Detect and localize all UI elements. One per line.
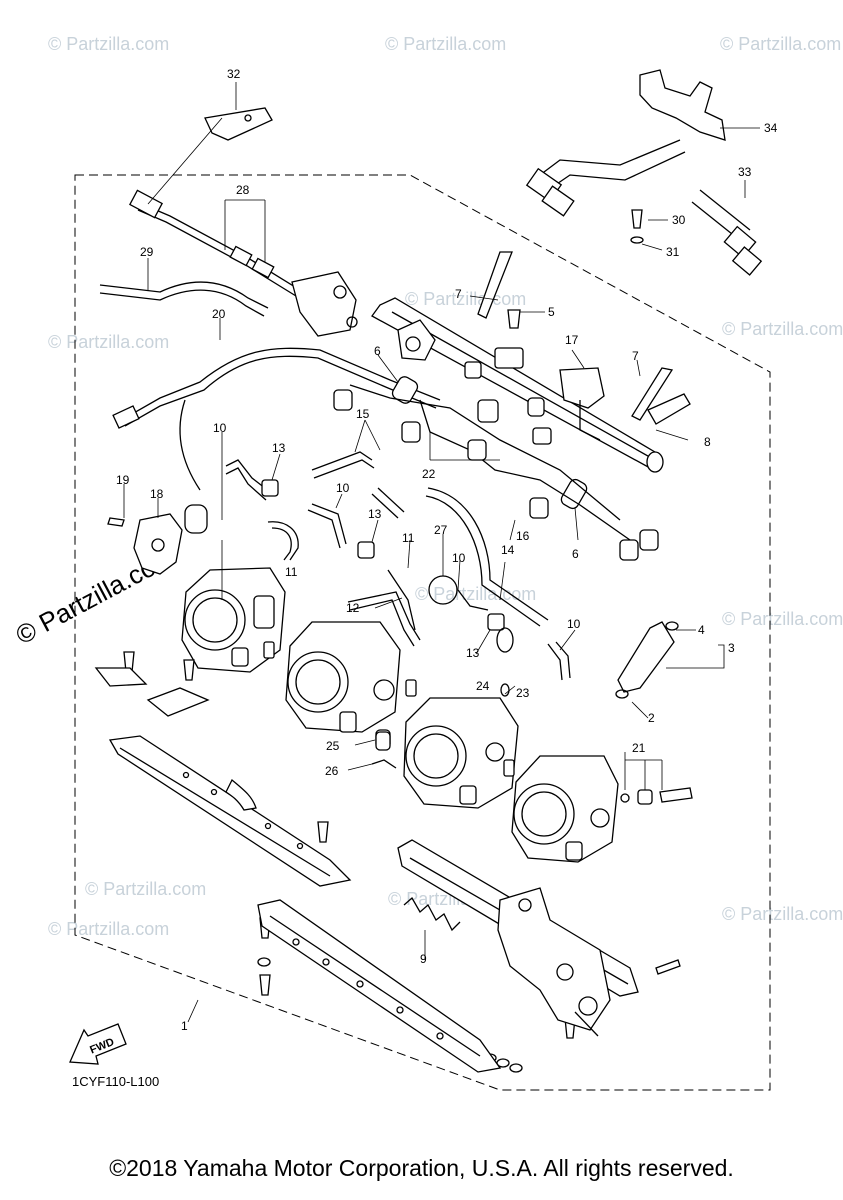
watermark-text: © Partzilla.com (48, 332, 169, 352)
callout-24: 24 (476, 679, 490, 693)
callout-29: 29 (140, 245, 154, 259)
watermark-text: © Partzilla.com (415, 584, 536, 604)
callout-19: 19 (116, 473, 130, 487)
callout-34: 34 (764, 121, 778, 135)
callout-10a: 10 (213, 421, 227, 435)
callout-8: 8 (704, 435, 711, 449)
callout-10c: 10 (452, 551, 466, 565)
watermark-text: © Partzilla.com (722, 319, 843, 339)
forward-arrow-icon: FWD (69, 1023, 127, 1065)
callout-7a: 7 (455, 287, 462, 301)
lower-rail-bracket (257, 896, 502, 1073)
callout-2: 2 (648, 711, 655, 725)
watermark-text: © Partzilla.com (85, 879, 206, 899)
callout-11b: 11 (402, 531, 415, 545)
callout-32: 32 (227, 67, 241, 81)
callout-23: 23 (516, 686, 530, 700)
callout-11a: 11 (285, 565, 298, 579)
copyright-notice: ©2018 Yamaha Motor Corporation, U.S.A. A… (109, 1155, 734, 1181)
throttle-body-bracket (94, 667, 352, 887)
watermark-text: © Partzilla.com (720, 34, 841, 54)
callout-10b: 10 (336, 481, 350, 495)
throttle-cable-assembly (99, 107, 441, 491)
watermark-text: © Partzilla.com (48, 34, 169, 54)
callout-4: 4 (698, 623, 705, 637)
throttle-body-3 (375, 697, 519, 809)
callout-27: 27 (434, 523, 448, 537)
callout-25: 25 (326, 739, 340, 753)
callout-33: 33 (738, 165, 752, 179)
callout-1: 1 (181, 1019, 188, 1033)
callout-15: 15 (356, 407, 370, 421)
watermark-text: © Partzilla.com (722, 904, 843, 924)
leader-lines (123, 82, 760, 1023)
throttle-body-2 (285, 621, 401, 733)
callout-6b: 6 (572, 547, 579, 561)
throttle-body-4 (511, 755, 619, 863)
watermark-text: © Partzilla.com (385, 34, 506, 54)
callout-labels: 32 28 29 20 34 33 30 31 7 5 17 7 6 15 22… (116, 67, 778, 1033)
watermark-text: © Partzilla.com (722, 609, 843, 629)
callout-28: 28 (236, 183, 250, 197)
fuel-rail-assembly (333, 251, 691, 561)
callout-26: 26 (325, 764, 339, 778)
callout-21: 21 (632, 741, 646, 755)
callout-30: 30 (672, 213, 686, 227)
fuel-injector (615, 621, 679, 699)
assembly-boundary (74, 174, 771, 1091)
callout-14: 14 (501, 543, 515, 557)
diagram-code: 1CYF110-L100 (72, 1074, 159, 1089)
callout-22: 22 (422, 467, 436, 481)
callout-17: 17 (565, 333, 579, 347)
breather-hose-assembly (525, 69, 763, 276)
callout-6a: 6 (374, 344, 381, 358)
callout-5: 5 (548, 305, 555, 319)
callout-20: 20 (212, 307, 226, 321)
callout-16: 16 (516, 529, 530, 543)
callout-31: 31 (666, 245, 680, 259)
callout-3: 3 (728, 641, 735, 655)
callout-9: 9 (420, 952, 427, 966)
callout-13c: 13 (466, 646, 480, 660)
callout-13a: 13 (272, 441, 286, 455)
throttle-body-1 (181, 567, 286, 673)
watermark-text: © Partzilla.com (405, 289, 526, 309)
callout-7b: 7 (632, 349, 639, 363)
callout-10d: 10 (567, 617, 581, 631)
callout-13b: 13 (368, 507, 382, 521)
throttle-linkage-assembly (397, 839, 639, 1037)
throttle-position-sensor (107, 504, 208, 575)
callout-12: 12 (346, 601, 360, 615)
callout-18: 18 (150, 487, 164, 501)
watermark-text: © Partzilla.com (48, 919, 169, 939)
